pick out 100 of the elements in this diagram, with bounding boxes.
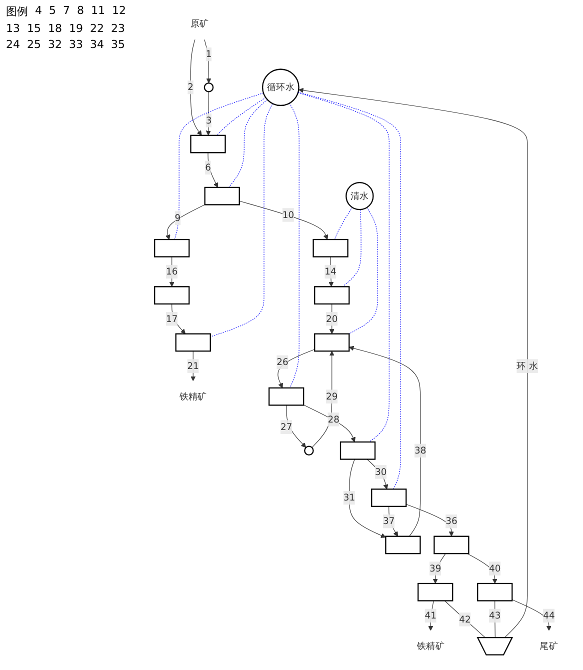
stream-number: 5 [48, 4, 57, 19]
node-bar [154, 238, 190, 258]
arrow [190, 350, 196, 382]
edge-label: 21 [187, 360, 199, 372]
node-funnel [476, 637, 514, 656]
node-bar [314, 286, 350, 305]
edge-label: 30 [374, 466, 387, 478]
edge-label: 环 水 [516, 360, 538, 372]
node-bar [434, 536, 470, 554]
stream-number: 11 [90, 4, 106, 19]
node-bar [477, 582, 513, 602]
connector [494, 600, 496, 638]
stream-number: 18 [47, 22, 63, 35]
arrow [286, 404, 306, 448]
arrow [406, 504, 454, 537]
edge-label: 43 [489, 610, 501, 621]
stream-number: 13 [5, 22, 21, 35]
arrow [206, 91, 211, 136]
stream-number: 24 [5, 38, 21, 51]
stream-number: 23 [110, 22, 126, 35]
arrow [328, 256, 334, 287]
edge-label: 17 [166, 313, 178, 324]
node-text: 原矿 [190, 18, 209, 29]
edge-label: 37 [383, 516, 395, 527]
node-bar [268, 387, 304, 406]
stream-number: 8 [76, 4, 85, 19]
arrow [428, 600, 434, 631]
edge-label: 10 [282, 209, 294, 220]
node-bar [312, 238, 348, 258]
node-bar [314, 333, 350, 352]
stream-number: 32 [47, 38, 63, 51]
node-text: 铁精矿 [416, 640, 444, 652]
node-bar [418, 582, 454, 602]
edge-label: 2 [188, 82, 194, 93]
edge-label: 27 [280, 421, 292, 432]
stream-number: 12 [111, 4, 127, 19]
connector [444, 600, 486, 638]
arrow [512, 599, 552, 631]
node-bar [340, 441, 376, 460]
edge-label: 28 [328, 414, 340, 425]
arrow [278, 349, 315, 388]
arrow [190, 39, 202, 136]
node-bar [204, 186, 240, 206]
connector [298, 92, 390, 442]
edge-label: 20 [326, 313, 338, 324]
stream-number: 34 [89, 38, 105, 51]
arrow [298, 88, 528, 638]
edge-label: 41 [424, 610, 437, 621]
arrow [467, 553, 498, 584]
stream-number: 22 [89, 22, 105, 35]
connector [342, 209, 362, 287]
connector [210, 103, 273, 338]
stream-number: 7 [62, 4, 71, 19]
connector [298, 92, 401, 490]
node-bar [371, 488, 407, 507]
node-bar [190, 134, 226, 154]
connector [174, 92, 264, 240]
arrow [204, 39, 212, 84]
legend-heading: 图例 [5, 4, 29, 19]
node-circle [204, 82, 214, 92]
arrow [239, 200, 328, 240]
edge-label: 40 [489, 562, 501, 574]
arrow [165, 204, 206, 240]
edge-label: 29 [326, 390, 338, 402]
edge-label: 9 [174, 212, 181, 224]
edge-label: 36 [446, 516, 458, 527]
edge-label: 44 [543, 610, 555, 621]
connector [228, 99, 268, 188]
arrow [312, 350, 334, 448]
edge-label: 6 [205, 162, 211, 173]
arrow [169, 256, 174, 287]
connector [348, 207, 378, 334]
edge-label: 42 [459, 614, 471, 625]
arrow [348, 346, 421, 537]
arrow [329, 304, 334, 334]
edge-label: 38 [414, 444, 426, 456]
node-circle [304, 446, 314, 456]
edge-label: 3 [206, 114, 212, 126]
arrow [366, 458, 388, 490]
edge-label: 1 [206, 48, 212, 60]
edge-label: 31 [343, 492, 356, 503]
node-bar [154, 286, 190, 305]
stream-number: 15 [26, 22, 42, 35]
connector [216, 97, 266, 136]
node-bar [175, 333, 211, 352]
edge-label: 14 [324, 266, 336, 277]
stream-number: 33 [68, 38, 84, 51]
node-text: 尾矿 [540, 640, 558, 652]
node-circle: 循环水 [262, 68, 300, 106]
arrow [348, 458, 386, 538]
stream-number: 19 [68, 22, 84, 35]
edge-label: 16 [166, 266, 178, 277]
node-bar [385, 536, 421, 554]
stream-number: 4 [34, 4, 43, 19]
arrow [303, 404, 356, 442]
connector [334, 207, 353, 240]
arrow [388, 506, 398, 537]
edge-label: 26 [276, 356, 288, 368]
edge-label: 39 [430, 562, 442, 574]
node-circle: 清水 [346, 182, 374, 210]
